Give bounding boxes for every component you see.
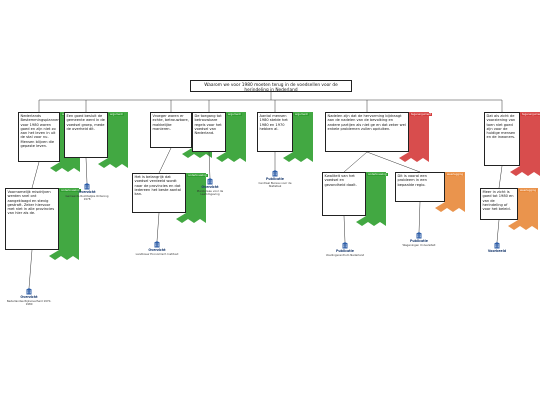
argument-text: Kwaliteit van het voedsel en gezondheid … [324, 174, 357, 187]
source-detail: Wageningen Universiteit [402, 242, 436, 247]
reference-connector [496, 219, 500, 243]
source-detail: Voedingscentrum Nederland [325, 252, 365, 257]
source-detail: Nederlandse Rijksoverheid 1970-1980 [6, 298, 52, 306]
argument-type-band [176, 173, 206, 223]
source-title: Overzicht [148, 248, 166, 252]
source-title: Voorbeeld [487, 249, 507, 253]
argument-type-label: weerlegging [446, 173, 464, 176]
source-title: Publicatie [266, 177, 284, 181]
source-title: Overzicht [20, 295, 38, 299]
argument-type-label: argument [294, 113, 309, 116]
reference-connector [156, 212, 160, 242]
building-icon [154, 241, 160, 248]
argument-type-band [216, 112, 246, 162]
argument-type-band [283, 112, 313, 162]
argument-box[interactable]: Kwaliteit van het voedsel en gezondheid … [322, 172, 366, 216]
argument-type-band [356, 172, 386, 226]
source-detail: Centraal Bureau voor de Statistiek [258, 180, 292, 188]
argument-type-band [508, 188, 538, 230]
building-icon [84, 183, 90, 190]
argument-box[interactable]: Dit is vooral een probleem in een bepaal… [395, 172, 445, 202]
source-detail: Gemeente Ruimtelijke Ordening 1978 [65, 193, 109, 201]
child-connector [158, 147, 172, 174]
argument-type-label: weerlegging [519, 189, 537, 192]
argument-box[interactable]: Dat als zicht de voorziening van toen ni… [484, 112, 520, 166]
argument-text: Aantal mensen 1980 stelde het 1980 en 19… [259, 114, 288, 131]
argument-box[interactable]: Meer in zicht is goed tot 1980 en van de… [480, 188, 518, 220]
argument-text: Vroeger waren er echte, betrouwbare, mak… [152, 114, 189, 131]
child-connector [31, 161, 40, 189]
argument-text: Nederlands Bestemmingsplannen voor 1980 … [20, 114, 60, 149]
argument-text: Het is belangrijk dat voedsel verdeeld w… [134, 175, 181, 197]
argument-type-label: tegenargument [521, 113, 540, 116]
child-connector [343, 151, 368, 173]
source-reference[interactable]: Voorbeeld [474, 242, 520, 254]
argument-type-band [98, 112, 128, 168]
argument-text: De toegang tot betrouwbare regels voor h… [194, 114, 222, 136]
root-claim-box[interactable]: Waarom we voor 1980 moeten terug in de v… [190, 80, 352, 92]
source-title: Publicatie [410, 239, 428, 243]
child-connector [498, 165, 503, 189]
argument-type-band [435, 172, 465, 212]
argument-text: Nadelen zijn dat de hervorming bijdraagt… [327, 114, 406, 131]
argument-box[interactable]: Nadelen zijn dat de hervorming bijdraagt… [325, 112, 409, 152]
argument-type-label: tegenargument [410, 113, 433, 116]
building-icon [26, 288, 32, 295]
reference-connector [28, 249, 33, 289]
reference-connector [343, 215, 346, 243]
source-title: Publicatie [336, 249, 354, 253]
argument-text: Meer in zicht is goed tot 1980 en van de… [482, 190, 514, 212]
argument-type-label: onderbouwing [367, 173, 388, 176]
argument-box[interactable]: De toegang tot betrouwbare regels voor h… [192, 112, 226, 152]
argument-box[interactable]: Een goed besluit de gemeente werd in de … [64, 112, 108, 158]
building-icon [416, 232, 422, 239]
argument-box[interactable]: Vroeger waren er echte, betrouwbare, mak… [150, 112, 192, 148]
argument-type-label: onderbouwing [60, 189, 81, 192]
argument-box[interactable]: Nederlands Bestemmingsplannen voor 1980 … [18, 112, 60, 162]
argument-type-band [399, 112, 429, 162]
argument-text: Een goed besluit de gemeente werd in de … [66, 114, 105, 131]
reference-connector [85, 157, 88, 184]
argument-type-band [510, 112, 540, 176]
argument-type-label: argument [109, 113, 124, 116]
building-icon [342, 242, 348, 249]
child-connector [366, 151, 421, 173]
argument-text: Voornamelijk misdrijven werden snel ont … [7, 190, 55, 216]
source-detail: Planbureau voor de Leefomgeving [196, 188, 224, 196]
argument-type-label: onderbouwing [187, 174, 208, 177]
argument-text: Dat als zicht de voorziening van toen ni… [486, 114, 516, 140]
argument-box[interactable]: Het is belangrijk dat voedsel verdeeld w… [132, 173, 186, 213]
reference-connector [418, 201, 421, 233]
argument-box[interactable]: Voornamelijk misdrijven werden snel ont … [5, 188, 59, 250]
building-icon [207, 178, 213, 185]
source-title: Overzicht [78, 190, 96, 194]
building-icon [494, 242, 500, 249]
argument-text: Waarom we voor 1980 moeten terug in de v… [204, 82, 338, 92]
argument-text: Dit is vooral een probleem in een bepaal… [397, 174, 427, 187]
argument-box[interactable]: Aantal mensen 1980 stelde het 1980 en 19… [257, 112, 293, 152]
argument-type-band [49, 188, 79, 260]
source-title: Overzicht [201, 185, 219, 189]
source-detail: Landbouw Economisch Instituut [135, 251, 179, 256]
reference-connector [208, 151, 211, 179]
argument-type-label: argument [227, 113, 242, 116]
building-icon [272, 170, 278, 177]
